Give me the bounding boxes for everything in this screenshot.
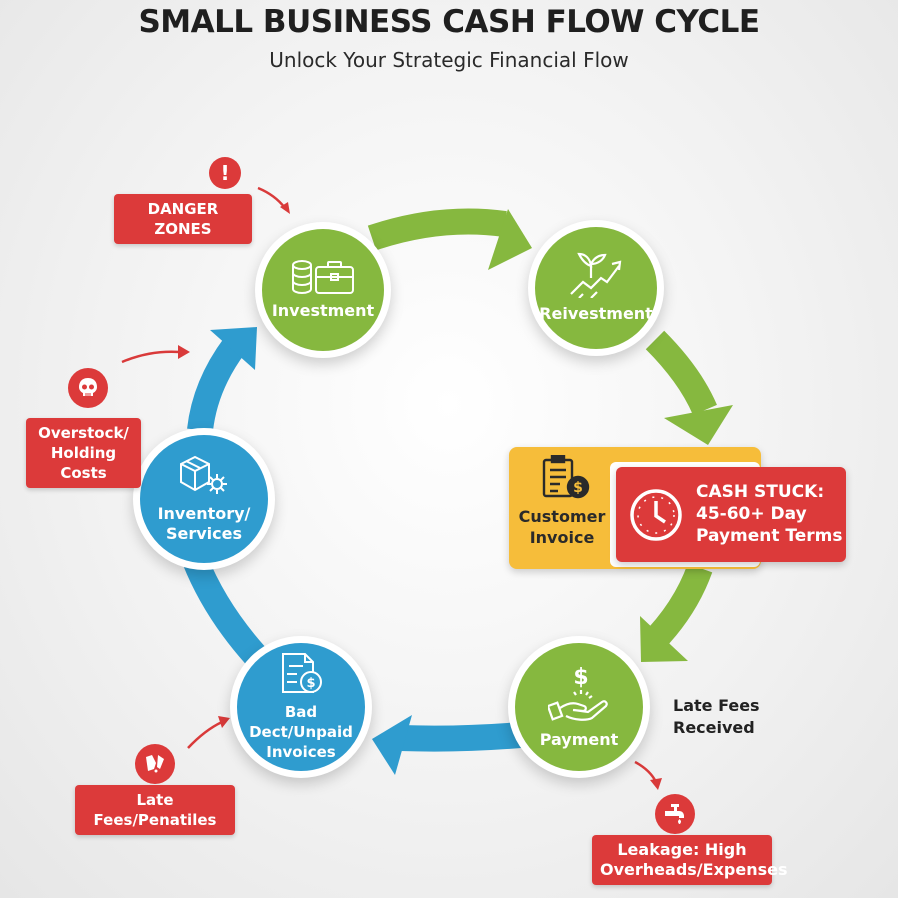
node-inventory[interactable]: Inventory/ Services (133, 428, 275, 570)
arrow-investment-to-reinvestment (367, 208, 507, 251)
danger-arrow-4 (634, 760, 658, 783)
arrow-baddebt-to-inventory (182, 555, 265, 664)
document-dollar-icon: $ (282, 653, 322, 693)
node-investment-label: Investment (271, 301, 375, 320)
arrowhead-investment-to-reinvestment (488, 209, 532, 270)
node-bad-debt[interactable]: $ Bad Dect/Unpaid Invoices (230, 636, 372, 778)
arrow-reinvestment-to-invoice (645, 330, 717, 416)
arrowhead-payment-to-baddebt (372, 715, 412, 775)
arrow-payment-to-baddebt (399, 722, 522, 752)
arrowhead-reinvestment-to-invoice (664, 405, 733, 445)
danger-arrow-1 (257, 186, 286, 209)
svg-text:$: $ (573, 665, 588, 690)
cash-stuck-callout: CASH STUCK: 45-60+ Day Payment Terms (616, 467, 846, 562)
page-title: SMALL BUSINESS CASH FLOW CYCLE (138, 4, 760, 40)
clipboard-dollar-icon: $ (542, 455, 590, 499)
arrowhead-invoice-to-payment (640, 616, 688, 662)
arrow-inventory-to-investment (187, 337, 246, 432)
faucet-icon (655, 794, 695, 834)
danger-arrow-3 (187, 720, 223, 749)
clock-icon (630, 489, 682, 541)
broken-hand-icon (135, 744, 175, 784)
sprout-growth-icon (570, 252, 622, 298)
alert-icon: ! (209, 157, 241, 189)
svg-text:$: $ (306, 676, 315, 691)
node-payment[interactable]: $ Payment (508, 636, 650, 778)
node-reinvestment-label: Reivestment (539, 304, 653, 323)
node-customer-invoice-label: Customer Invoice (518, 507, 606, 547)
box-gear-icon (180, 455, 227, 494)
overstock-label: Overstock/ Holding Costs (26, 418, 141, 488)
coins-briefcase-icon (292, 260, 354, 294)
danger-arrow-2 (121, 350, 181, 364)
node-payment-label: Payment (539, 730, 619, 749)
skull-icon (68, 368, 108, 408)
leakage-label: Leakage: High Overheads/Expenses (592, 835, 787, 885)
node-investment[interactable]: Investment (255, 222, 391, 358)
node-reinvestment[interactable]: Reivestment (528, 220, 664, 356)
arrowhead-inventory-to-investment (210, 327, 257, 370)
svg-text:$: $ (573, 480, 583, 496)
late-fees-received-note: Late Fees Received (673, 696, 760, 737)
page-subtitle: Unlock Your Strategic Financial Flow (269, 48, 629, 72)
danger-zones-label: DANGER ZONES (114, 194, 252, 244)
late-fees-penalties-label: Late Fees/Penatiles (75, 785, 235, 835)
hand-dollar-icon: $ (548, 665, 608, 721)
